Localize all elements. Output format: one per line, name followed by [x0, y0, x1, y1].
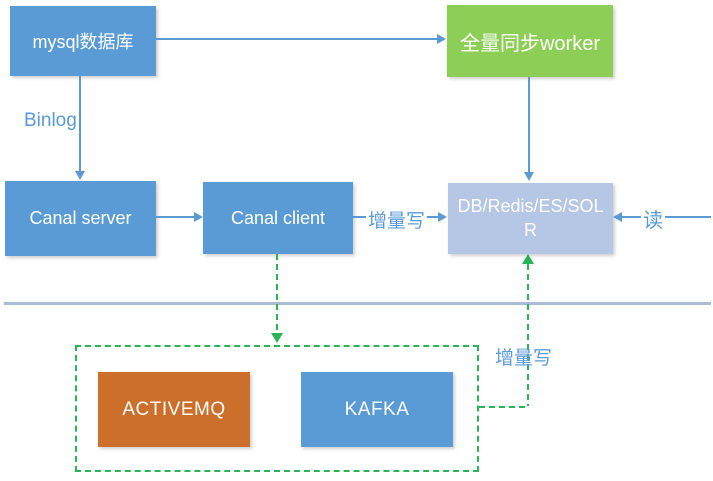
- edge-label-incremental-write-canal: 增量写: [366, 206, 428, 233]
- edge-mq-to-storage-dashed-vertical: [527, 264, 529, 406]
- edge-client-to-mq-dashed-line: [276, 254, 278, 334]
- arrow-right-icon: [438, 212, 447, 222]
- arrow-left-icon: [613, 212, 622, 222]
- edge-label-binlog: Binlog: [24, 110, 77, 131]
- arrow-down-icon: [75, 171, 85, 180]
- edge-mysql-to-canal-server-line: [79, 76, 81, 172]
- section-divider-line: [4, 302, 711, 305]
- arrow-down-icon: [524, 172, 534, 181]
- node-canal-client: Canal client: [203, 182, 353, 254]
- node-storage-db-redis-es-solr: DB/Redis/ES/SOLR: [448, 183, 613, 254]
- node-mysql-db: mysql数据库: [10, 6, 156, 76]
- mq-group-dashed-container: [75, 345, 479, 472]
- edge-read-to-storage-line: [622, 216, 711, 218]
- arrow-down-icon: [271, 333, 283, 343]
- arrow-right-icon: [194, 212, 203, 222]
- arrow-right-icon: [437, 34, 446, 44]
- node-kafka: KAFKA: [301, 372, 453, 447]
- edge-mysql-to-worker-line: [156, 38, 438, 40]
- node-full-sync-worker: 全量同步worker: [447, 5, 613, 77]
- edge-server-to-client-line: [156, 216, 195, 218]
- node-activemq: ACTIVEMQ: [98, 372, 250, 447]
- edge-label-incremental-write-mq: 增量写: [495, 348, 553, 369]
- arrow-up-icon: [522, 254, 534, 264]
- edge-worker-to-storage-line: [528, 77, 530, 173]
- edge-mq-to-storage-dashed-horizontal: [479, 406, 528, 408]
- node-canal-server: Canal server: [5, 181, 156, 256]
- edge-label-read: 读: [641, 204, 665, 233]
